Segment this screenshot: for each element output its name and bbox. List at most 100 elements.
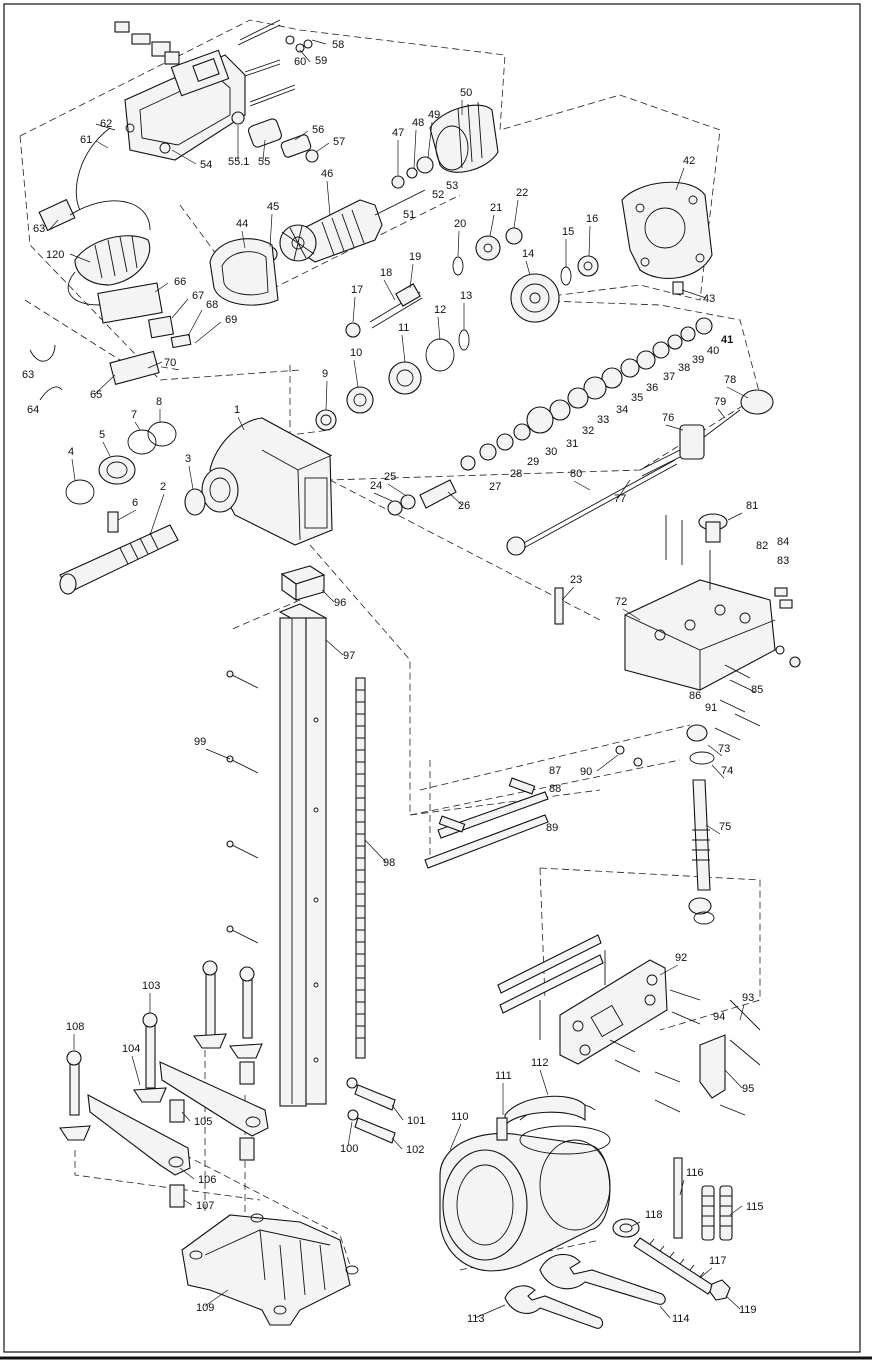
part-label-33: 33 — [597, 414, 609, 426]
pinion-feed-shaft — [686, 724, 715, 925]
part-label-105: 105 — [194, 1116, 212, 1128]
part-label-44: 44 — [236, 218, 248, 230]
part-label-35: 35 — [631, 392, 643, 404]
part-label-13: 13 — [460, 290, 472, 302]
part-label-58: 58 — [332, 39, 344, 51]
part-label-34: 34 — [616, 404, 628, 416]
part-label-85: 85 — [751, 684, 763, 696]
gear-train — [315, 227, 599, 431]
power-cord-and-switch — [29, 127, 192, 401]
core-bit-adapter — [439, 1095, 611, 1272]
part-label-27: 27 — [489, 481, 501, 493]
part-label-88: 88 — [549, 783, 561, 795]
part-label-93: 93 — [742, 992, 754, 1004]
part-label-28: 28 — [510, 468, 522, 480]
part-label-119: 119 — [739, 1304, 757, 1316]
part-label-107: 107 — [196, 1200, 214, 1212]
base — [181, 1213, 359, 1326]
rack-screws — [226, 670, 259, 944]
part-label-90: 90 — [580, 766, 592, 778]
assembly-boundaries — [19, 19, 761, 1271]
part-label-96: 96 — [334, 597, 346, 609]
part-label-1: 1 — [234, 404, 240, 416]
base-arms — [87, 1061, 269, 1176]
part-label-70: 70 — [164, 357, 176, 369]
part-label-12: 12 — [434, 304, 446, 316]
part-label-101: 101 — [407, 1115, 425, 1127]
column-cap — [280, 565, 326, 602]
leveling-screws — [59, 960, 263, 1208]
brush-holder — [248, 118, 319, 163]
part-label-95: 95 — [742, 1083, 754, 1095]
part-label-15: 15 — [562, 226, 574, 238]
part-label-116: 116 — [686, 1167, 704, 1179]
part-label-5: 5 — [99, 429, 105, 441]
part-label-37: 37 — [663, 371, 675, 383]
part-label-31: 31 — [566, 438, 578, 450]
part-label-106: 106 — [198, 1174, 216, 1186]
part-label-65: 65 — [90, 389, 102, 401]
part-label-40: 40 — [707, 345, 719, 357]
part-label-10: 10 — [350, 347, 362, 359]
part-label-19: 19 — [409, 251, 421, 263]
part-label-50: 50 — [460, 87, 472, 99]
part-label-66: 66 — [174, 276, 186, 288]
part-label-78: 78 — [724, 374, 736, 386]
part-label-91: 91 — [705, 702, 717, 714]
feed-handle — [506, 389, 774, 556]
part-label-79: 79 — [714, 396, 726, 408]
spindle-washers — [460, 317, 713, 471]
part-label-52: 52 — [432, 189, 444, 201]
pinion-shaft — [387, 479, 457, 516]
part-label-110: 110 — [451, 1111, 469, 1123]
part-label-16: 16 — [586, 213, 598, 225]
part-label-39: 39 — [692, 354, 704, 366]
rack — [355, 677, 366, 1059]
part-label-14: 14 — [522, 248, 534, 260]
part-label-67: 67 — [192, 290, 204, 302]
part-label-47: 47 — [392, 127, 404, 139]
part-label-54: 54 — [200, 159, 212, 171]
housing-screws — [237, 19, 313, 107]
part-label-55: 55 — [258, 156, 270, 168]
part-label-100: 100 — [340, 1143, 358, 1155]
part-label-9: 9 — [322, 368, 328, 380]
part-label-17: 17 — [351, 284, 363, 296]
leader-lines — [49, 39, 749, 1319]
part-label-76: 76 — [662, 412, 674, 424]
part-label-69: 69 — [225, 314, 237, 326]
part-label-32: 32 — [582, 425, 594, 437]
column-bolts — [346, 1077, 396, 1144]
bracket-screws — [609, 989, 761, 1116]
carriage — [554, 513, 793, 691]
part-label-41: 41 — [721, 334, 733, 346]
part-label-117: 117 — [709, 1255, 727, 1267]
part-label-62: 62 — [100, 118, 112, 130]
part-label-92: 92 — [675, 952, 687, 964]
part-label-48: 48 — [412, 117, 424, 129]
part-label-84: 84 — [777, 536, 789, 548]
part-label-20: 20 — [454, 218, 466, 230]
part-label-89: 89 — [546, 822, 558, 834]
drawing-frame — [3, 3, 861, 1353]
part-label-77: 77 — [614, 493, 626, 505]
part-label-56: 56 — [312, 124, 324, 136]
part-label-104: 104 — [122, 1043, 140, 1055]
part-label-99: 99 — [194, 736, 206, 748]
part-label-49: 49 — [428, 109, 440, 121]
part-label-26: 26 — [458, 500, 470, 512]
part-label-115: 115 — [746, 1201, 764, 1213]
part-label-30: 30 — [545, 446, 557, 458]
column — [278, 603, 328, 1107]
anchors — [701, 1185, 733, 1241]
part-label-51: 51 — [403, 209, 415, 221]
part-label-60: 60 — [294, 56, 306, 68]
part-label-102: 102 — [406, 1144, 424, 1156]
part-label-68: 68 — [206, 299, 218, 311]
part-label-82: 82 — [756, 540, 768, 552]
part-label-3: 3 — [185, 453, 191, 465]
part-label-25: 25 — [384, 471, 396, 483]
part-label-97: 97 — [343, 650, 355, 662]
part-label-109: 109 — [196, 1302, 214, 1314]
